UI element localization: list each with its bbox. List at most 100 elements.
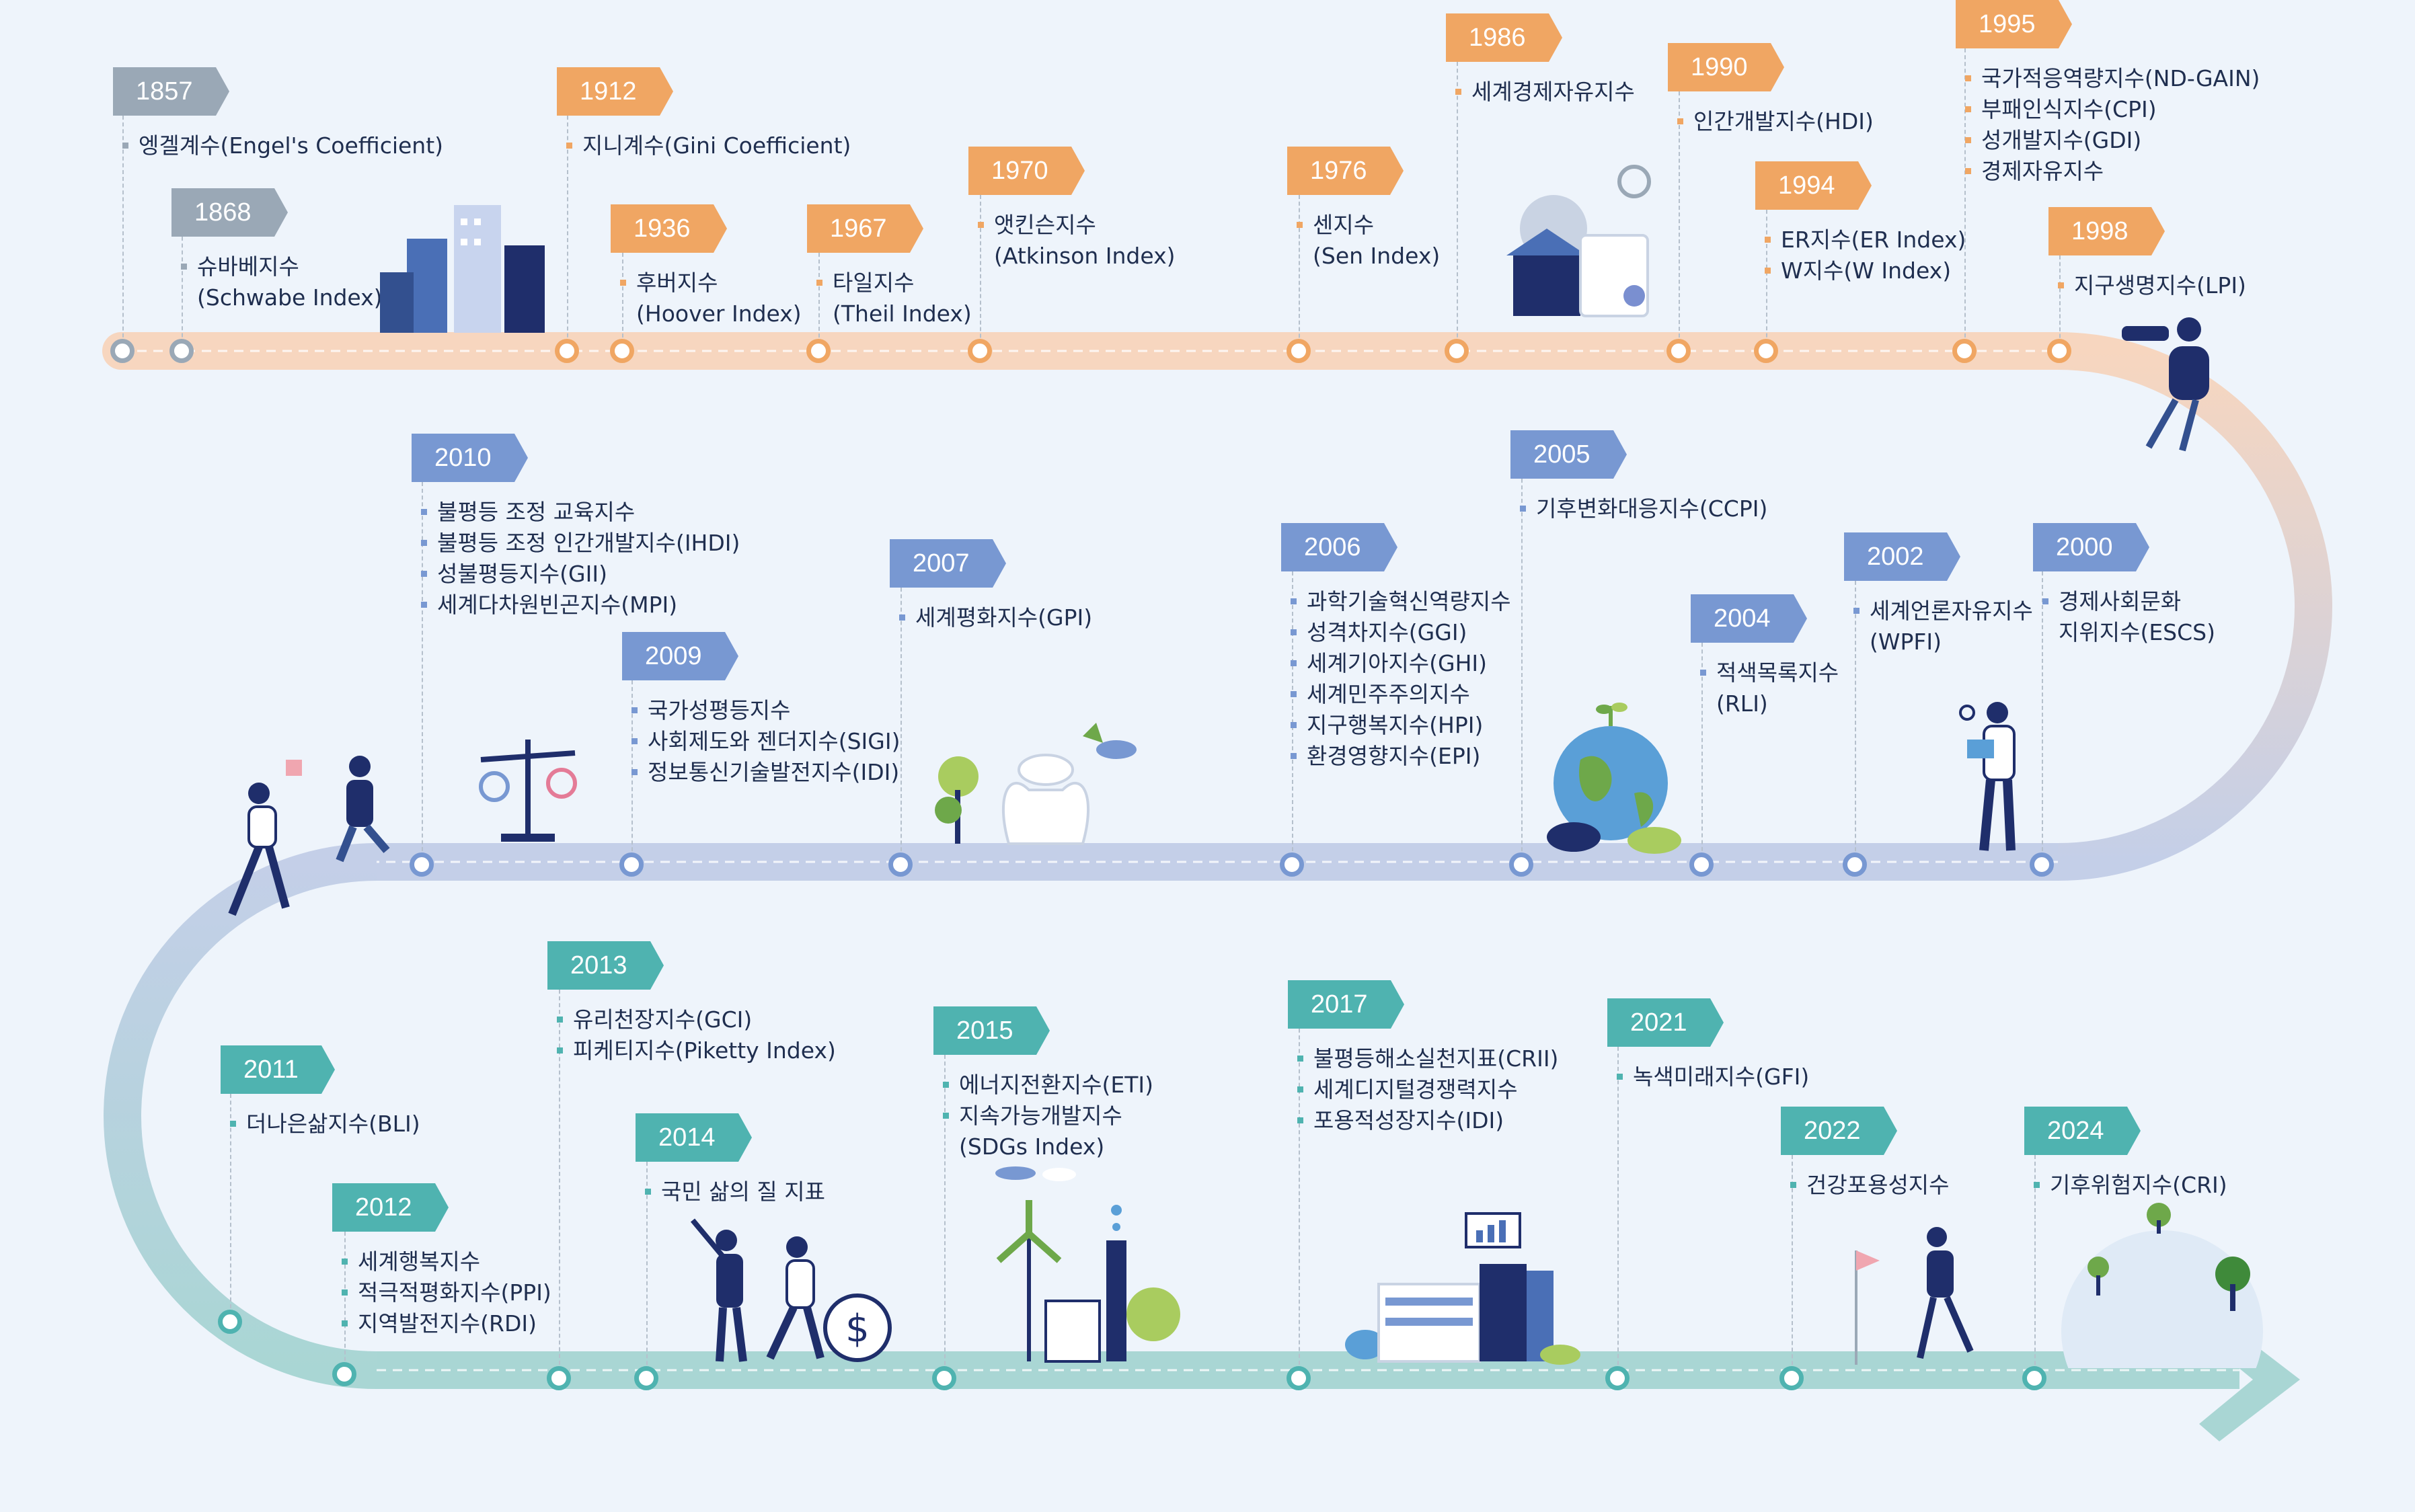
event-connector-line (980, 195, 981, 351)
timeline-dot (1952, 339, 1977, 363)
index-item: 에너지전환지수(ETI) (943, 1070, 1153, 1101)
event-connector-line (559, 990, 560, 1378)
index-item: 후버지수 (620, 268, 802, 299)
index-item: 세계평화지수(GPI) (899, 602, 1092, 633)
year-label: 1970 (991, 157, 1048, 185)
event-connector-line (622, 253, 623, 351)
svg-text:$: $ (845, 1307, 870, 1351)
index-item: 불평등해소실천지표(CRII) (1297, 1043, 1558, 1074)
index-item: 국민 삶의 질 지표 (645, 1177, 825, 1207)
event-connector-line (1701, 643, 1703, 865)
city-chart-illustration (1338, 1210, 1587, 1367)
year-tag: 1994 (1755, 161, 1872, 210)
timeline-dot (1605, 1366, 1630, 1390)
year-label: 2014 (658, 1123, 716, 1152)
index-item: 유리천장지수(GCI) (557, 1004, 836, 1035)
earth-globe-illustration (1540, 699, 1681, 857)
year-tag: 2006 (1281, 523, 1397, 571)
index-list: 에너지전환지수(ETI)지속가능개발지수(SDGs Index) (943, 1070, 1153, 1162)
index-list: 세계경제자유지수 (1455, 77, 1635, 108)
index-list: 타일지수(Theil Index) (816, 268, 972, 329)
year-tag: 2012 (332, 1183, 449, 1232)
timeline-dot (610, 339, 634, 363)
index-item: 불평등 조정 인간개발지수(IHDI) (421, 528, 740, 559)
index-item: 세계행복지수 (342, 1246, 551, 1277)
year-tag: 2004 (1691, 594, 1807, 643)
timeline-dot (1689, 852, 1714, 877)
index-list: 후버지수(Hoover Index) (620, 268, 802, 329)
index-item: (RLI) (1716, 690, 1768, 717)
index-item: 타일지수 (816, 268, 972, 299)
timeline-dot (806, 339, 831, 363)
year-label: 1976 (1310, 157, 1367, 185)
timeline-dot (634, 1366, 658, 1390)
event-connector-line (1292, 571, 1293, 865)
index-item: 환경영향지수(EPI) (1291, 741, 1511, 772)
timeline-dot (2047, 339, 2071, 363)
index-item: (Sen Index) (1313, 243, 1441, 269)
index-list: 세계평화지수(GPI) (899, 602, 1092, 633)
people-cooperation-illustration (219, 753, 407, 924)
index-list: 기후위험지수(CRI) (2034, 1170, 2227, 1201)
year-tag: 1936 (611, 204, 727, 253)
peace-dove-hands-illustration (928, 709, 1143, 853)
year-label: 2009 (645, 642, 702, 670)
index-list: 녹색미래지수(GFI) (1617, 1062, 1809, 1092)
index-item: 건강포용성지수 (1790, 1170, 1950, 1201)
year-label: 2017 (1311, 990, 1368, 1019)
buildings-illustration (380, 198, 562, 335)
index-list: 세계언론자유지수(WPFI) (1853, 596, 2033, 658)
year-tag: 2000 (2033, 523, 2149, 571)
year-tag: 2009 (622, 632, 738, 680)
year-label: 2022 (1804, 1117, 1861, 1145)
timeline-dot (410, 852, 434, 877)
event-connector-line (1855, 581, 1856, 865)
index-item: 지위지수(ESCS) (2059, 619, 2215, 645)
year-label: 1868 (194, 198, 252, 227)
event-connector-line (944, 1055, 946, 1378)
index-item: 지역발전지수(RDI) (342, 1308, 551, 1339)
year-label: 2004 (1714, 604, 1771, 633)
year-tag: 2014 (636, 1113, 752, 1162)
index-item: 엥겔계수(Engel's Coefficient) (122, 130, 443, 161)
timeline-dot (1287, 339, 1311, 363)
timeline-dot (218, 1310, 242, 1334)
event-connector-line (1964, 48, 1966, 351)
year-label: 2006 (1304, 533, 1361, 561)
index-list: 국가적응역량지수(ND-GAIN)부패인식지수(CPI)성개발지수(GDI)경제… (1965, 63, 2260, 187)
year-tag: 2021 (1607, 998, 1724, 1047)
year-label: 2010 (434, 444, 492, 472)
index-item: 피케티지수(Piketty Index) (557, 1035, 836, 1066)
year-tag: 1857 (113, 67, 229, 116)
index-item: 세계경제자유지수 (1455, 77, 1635, 108)
year-tag: 2007 (890, 539, 1006, 588)
timeline-dot (547, 1366, 571, 1390)
index-list: 앳킨슨지수(Atkinson Index) (978, 210, 1176, 272)
timeline-dot (110, 339, 135, 363)
index-list: 인간개발지수(HDI) (1677, 106, 1874, 137)
year-label: 1857 (136, 77, 193, 106)
index-item: 국가성평등지수 (631, 695, 900, 726)
event-connector-line (1679, 91, 1680, 351)
index-item: 지구생명지수(LPI) (2058, 270, 2246, 301)
index-item: 기후변화대응지수(CCPI) (1520, 493, 1767, 524)
timeline-dot (1666, 339, 1691, 363)
year-label: 1998 (2071, 217, 2129, 245)
index-item: 세계기아지수(GHI) (1291, 648, 1511, 679)
timeline-dot (555, 339, 579, 363)
timeline-dot (1280, 852, 1304, 877)
year-label: 1912 (580, 77, 637, 106)
people-money-illustration: $ (679, 1207, 894, 1371)
year-tag: 1990 (1668, 43, 1784, 91)
year-tag: 2013 (547, 941, 664, 990)
index-item: 슈바베지수 (181, 251, 383, 282)
event-connector-line (900, 588, 902, 865)
year-label: 2024 (2047, 1117, 2104, 1145)
index-list: ER지수(ER Index)W지수(W Index) (1765, 225, 1966, 286)
